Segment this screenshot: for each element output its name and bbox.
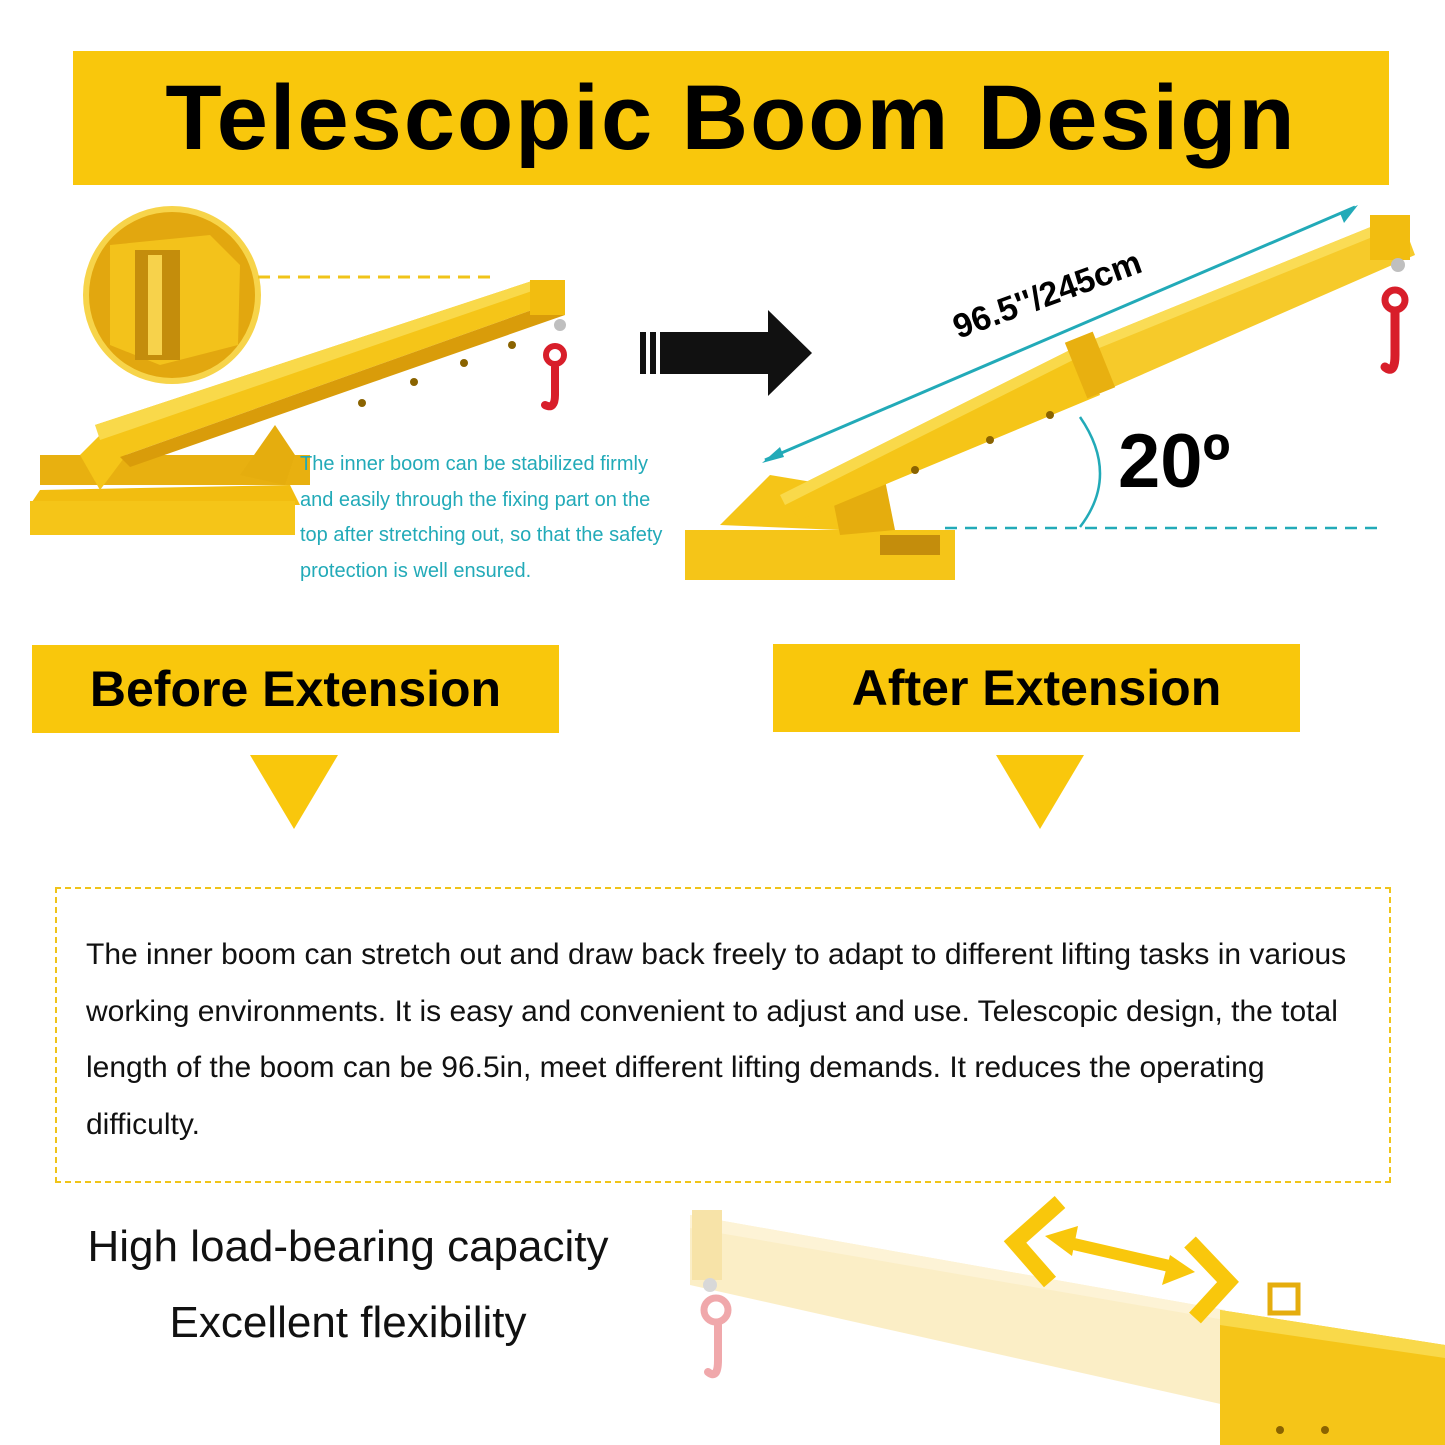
page-title: Telescopic Boom Design	[165, 66, 1297, 169]
boom-angle-label: 20º	[1118, 419, 1231, 504]
feature-load-capacity: High load-bearing capacity	[87, 1222, 609, 1271]
description-text: The inner boom can stretch out and draw …	[86, 938, 1347, 1141]
triangle-down-icon	[996, 755, 1084, 829]
double-arrow-icon	[1003, 1196, 1239, 1324]
description-box: The inner boom can stretch out and draw …	[55, 887, 1391, 1183]
before-extension-banner: Before Extension	[32, 645, 559, 733]
arrow-right-icon	[640, 310, 812, 396]
fixing-part-note: The inner boom can be stabilized firmly …	[300, 453, 663, 582]
title-banner: Telescopic Boom Design	[73, 51, 1389, 185]
feature-flexibility: Excellent flexibility	[169, 1298, 527, 1347]
before-extension-label: Before Extension	[89, 661, 502, 717]
triangle-down-icon	[250, 755, 338, 829]
boom-before-illustration	[30, 206, 567, 535]
after-extension-label: After Extension	[851, 660, 1222, 716]
boom-after-illustration	[685, 205, 1415, 580]
boom-telescoping-illustration	[690, 1196, 1445, 1445]
after-extension-banner: After Extension	[773, 644, 1300, 732]
